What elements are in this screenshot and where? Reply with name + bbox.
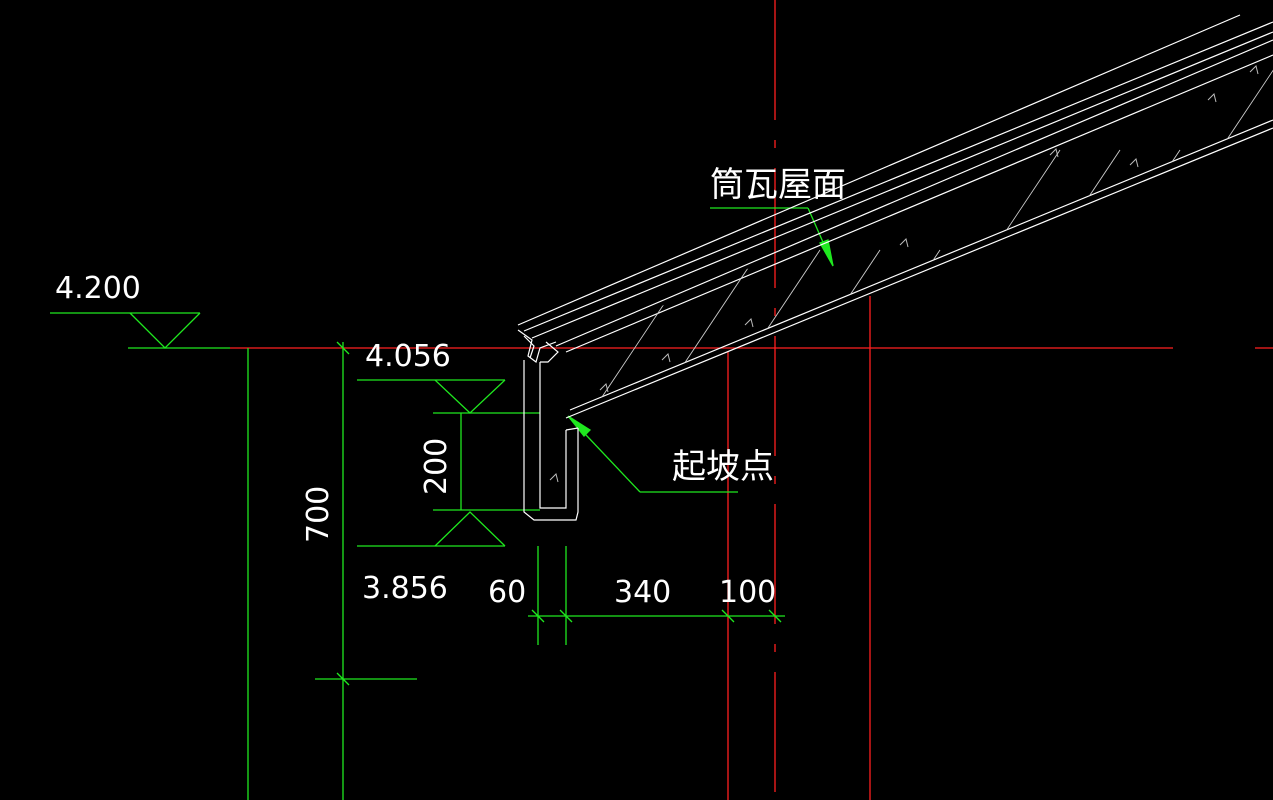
- gutter-inner: [539, 362, 567, 509]
- elevation-4056-triangle: [434, 379, 506, 414]
- roof-tile-line-3: [531, 31, 1273, 339]
- concrete-marks: [549, 65, 1259, 483]
- elevation-3856-triangle: [434, 511, 506, 547]
- roof-tile-top: [517, 14, 1241, 326]
- elevation-4200-triangle: [129, 312, 201, 349]
- gutter-wall-link: [565, 427, 579, 431]
- dimension-lines: [50, 207, 834, 800]
- roof-layer-line-5: [565, 54, 1273, 353]
- gutter-outer: [523, 360, 579, 521]
- dim-tick-2: [559, 609, 573, 623]
- dim-label-60: 60: [488, 575, 526, 610]
- dim-tick-4: [768, 609, 782, 623]
- dim-label-340: 340: [614, 575, 671, 610]
- dim-label-700: 700: [301, 486, 336, 543]
- dim-label-100: 100: [719, 575, 776, 610]
- eave-nose: [517, 329, 557, 364]
- elevation-label-4056: 4.056: [365, 339, 451, 374]
- roof-tile-line-2: [523, 21, 1273, 332]
- dim-tick-1: [531, 609, 545, 623]
- dim-label-200: 200: [419, 438, 454, 495]
- roof-slab-bottom: [569, 119, 1273, 411]
- labels: 4.200 4.056 3.856 700 200 60 340 100 筒瓦屋…: [55, 165, 846, 610]
- roof-structure: [517, 14, 1273, 521]
- eave-nose-inner: [523, 335, 535, 359]
- gutter-cap: [540, 341, 559, 363]
- axis-lines: [230, 0, 1273, 800]
- roof-layer-line-4: [555, 39, 1273, 347]
- elevation-label-4200: 4.200: [55, 271, 141, 306]
- dim-700-tick-top: [336, 341, 350, 355]
- slope-leader-arrow: [567, 415, 592, 437]
- roof-slab-finish: [565, 127, 1273, 419]
- roof-annotation: 筒瓦屋面: [710, 165, 846, 205]
- slope-start-annotation: 起坡点: [672, 447, 774, 487]
- roof-leader-arrow: [819, 239, 834, 267]
- dim-tick-3: [721, 609, 735, 623]
- elevation-label-3856: 3.856: [362, 571, 448, 606]
